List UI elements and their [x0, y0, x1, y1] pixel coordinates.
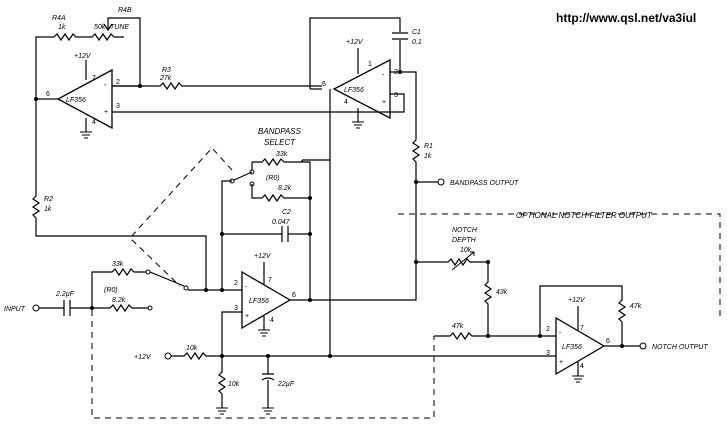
svg-text:10k: 10k — [228, 381, 240, 388]
svg-text:8.2k: 8.2k — [278, 185, 292, 192]
u1-noninv-wire — [112, 93, 405, 113]
svg-text:+: + — [104, 109, 108, 116]
svg-text:2: 2 — [116, 79, 120, 86]
opamp-u3-label: LF356 — [249, 298, 269, 305]
u3-output-wire — [310, 262, 417, 301]
svg-text:4: 4 — [270, 317, 274, 324]
vplus-u4: +12V — [568, 297, 586, 304]
vplus-u2: +12V — [346, 39, 364, 46]
svg-text:2.2µF: 2.2µF — [55, 291, 75, 298]
svg-text:DEPTH: DEPTH — [452, 237, 477, 244]
opamp-u2: LF356 - + 2 3 1 4 6 +12V — [322, 39, 398, 129]
svg-text:TUNE: TUNE — [110, 24, 129, 31]
svg-text:47k: 47k — [630, 303, 642, 310]
svg-text:0.1: 0.1 — [412, 39, 422, 46]
notch-output-label: NOTCH OUTPUT — [652, 344, 708, 351]
svg-text:3: 3 — [546, 350, 550, 357]
svg-text:NOTCH: NOTCH — [452, 227, 478, 234]
svg-text:2: 2 — [234, 280, 238, 287]
svg-text:+: + — [382, 99, 386, 106]
svg-text:6: 6 — [606, 338, 610, 345]
opamp-u3: LF356 - + 2 3 7 4 6 +12V — [234, 253, 296, 337]
svg-text:R2: R2 — [44, 196, 53, 203]
svg-text:10k: 10k — [460, 247, 472, 254]
svg-text:50k: 50k — [94, 24, 106, 31]
notch-feed-dashed — [91, 310, 435, 419]
ganged-switch-link — [129, 147, 233, 287]
svg-text:-: - — [382, 72, 385, 79]
svg-text:7: 7 — [92, 75, 96, 82]
svg-text:27k: 27k — [159, 75, 172, 82]
svg-text:0.047: 0.047 — [272, 219, 291, 226]
svg-text:1k: 1k — [44, 206, 52, 213]
svg-text:7: 7 — [580, 325, 584, 332]
svg-text:R1: R1 — [424, 143, 433, 150]
svg-text:SELECT: SELECT — [264, 138, 296, 147]
opamp-u4: LF356 - + 2 3 7 4 6 +12V — [546, 297, 610, 383]
svg-text:6: 6 — [292, 292, 296, 299]
svg-text:R3: R3 — [162, 67, 171, 74]
svg-text:-: - — [559, 330, 562, 337]
svg-text:4: 4 — [92, 119, 96, 126]
svg-text:-: - — [104, 82, 107, 89]
svg-text:7: 7 — [268, 277, 272, 284]
bandpass-output-label: BANDPASS OUTPUT — [450, 180, 519, 187]
r3-path: R3 27k — [112, 67, 322, 91]
svg-text:2: 2 — [546, 326, 550, 333]
svg-text:6: 6 — [46, 91, 50, 98]
r2-path: R2 1k — [31, 97, 242, 291]
svg-text:INPUT: INPUT — [4, 306, 26, 313]
vplus-u3: +12V — [254, 253, 272, 260]
svg-text:R4A: R4A — [52, 15, 66, 22]
svg-text:3: 3 — [116, 103, 120, 110]
svg-text:47k: 47k — [452, 323, 464, 330]
svg-text:22µF: 22µF — [277, 381, 295, 388]
svg-text:1: 1 — [368, 61, 372, 68]
svg-text:3: 3 — [234, 305, 238, 312]
svg-text:C2: C2 — [282, 209, 291, 216]
svg-text:1k: 1k — [424, 153, 432, 160]
bandpass-select: BANDPASS SELECT 33k (R0) 8.2k — [221, 127, 330, 290]
svg-text:43k: 43k — [496, 289, 508, 296]
opamp-u1: LF356 - + 2 3 7 4 6 +12V — [46, 53, 120, 139]
bias-network: +12V 10k 10k 22µF — [134, 160, 556, 415]
opamp-u2-label: LF356 — [344, 87, 364, 94]
svg-text:(R0): (R0) — [266, 175, 280, 182]
svg-text:BANDPASS: BANDPASS — [258, 127, 302, 136]
optional-notch-label: OPTIONAL NOTCH-FILTER OUTPUT — [516, 211, 653, 220]
opamp-u1-label: LF356 — [66, 97, 86, 104]
vplus-u1: +12V — [74, 53, 92, 60]
svg-text:6: 6 — [322, 81, 326, 88]
opamp-u4-label: LF356 — [562, 344, 582, 351]
r1-bp-output: R1 1k BANDPASS OUTPUT — [400, 71, 519, 264]
svg-text:+: + — [559, 359, 563, 366]
svg-text:+12V: +12V — [134, 354, 152, 361]
svg-text:C1: C1 — [412, 29, 421, 36]
svg-text:-: - — [245, 284, 248, 291]
svg-text:8.2k: 8.2k — [112, 297, 126, 304]
input-network: INPUT 2.2µF 33k (R0) 8.2k — [4, 261, 206, 316]
svg-text:R4B: R4B — [118, 7, 132, 14]
svg-text:(R0): (R0) — [104, 287, 118, 294]
c2-feedback: C2 0.047 — [204, 198, 312, 302]
svg-text:3: 3 — [394, 92, 398, 99]
source-url: http://www.qsl.net/va3iul — [556, 11, 696, 25]
svg-text:1k: 1k — [58, 24, 66, 31]
notch-section: OPTIONAL NOTCH-FILTER OUTPUT NOTCH DEPTH… — [398, 211, 721, 351]
svg-text:4: 4 — [580, 363, 584, 370]
svg-text:+: + — [245, 313, 249, 320]
svg-text:33k: 33k — [112, 261, 124, 268]
svg-text:33k: 33k — [276, 151, 288, 158]
svg-text:4: 4 — [344, 99, 348, 106]
svg-text:10k: 10k — [186, 345, 198, 352]
